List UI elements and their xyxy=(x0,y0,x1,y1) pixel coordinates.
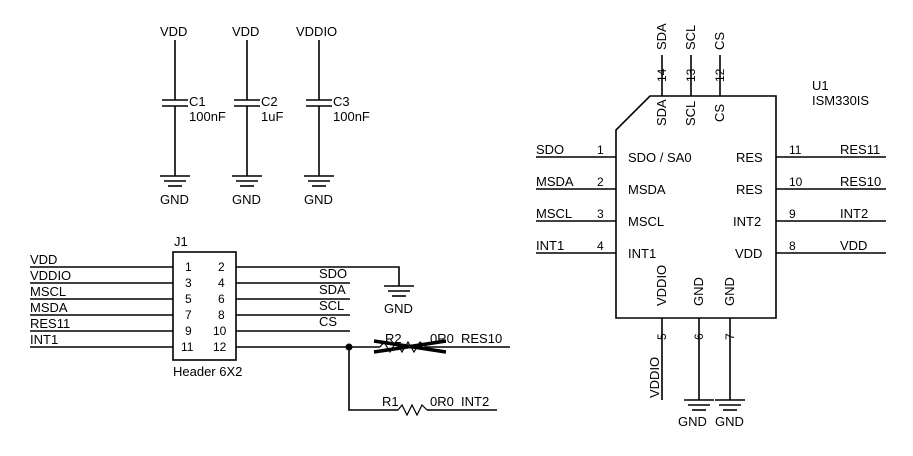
j1-net-mscl: MSCL xyxy=(30,284,66,299)
u1-pin-name-gnd-6: GND xyxy=(691,277,706,306)
u1-pin-12: 12 xyxy=(713,68,727,82)
r2-net-label: RES10 xyxy=(461,331,502,346)
r1-ref-label: R1 xyxy=(382,394,399,409)
u1-right-net-res11: RES11 xyxy=(840,142,880,157)
u1-pin-name-vdd: VDD xyxy=(735,246,762,261)
u1-pin-9: 9 xyxy=(789,207,796,221)
j1-ref-label: J1 xyxy=(174,234,188,249)
j1-pin-8: 8 xyxy=(218,308,225,322)
resistor-r1: R1 0R0 INT2 xyxy=(348,347,497,417)
j1-net-res11: RES11 xyxy=(30,316,70,331)
u1-pin-1: 1 xyxy=(597,143,604,157)
j1-pin-2: 2 xyxy=(218,260,225,274)
j1-name-label: Header 6X2 xyxy=(173,364,242,379)
capacitor-c1: VDD C1 100nF GND xyxy=(160,24,226,207)
j1-pin-10: 10 xyxy=(213,324,227,338)
u1-pin-name-gnd-7: GND xyxy=(722,277,737,306)
j1-net-int1: INT1 xyxy=(30,332,58,347)
c2-gnd-label: GND xyxy=(232,192,261,207)
u1-ref-label: U1 xyxy=(812,78,829,93)
u1-left-net-sdo: SDO xyxy=(536,142,564,157)
u1-pin-name-int1: INT1 xyxy=(628,246,656,261)
u1-left-net-msda: MSDA xyxy=(536,174,574,189)
c1-value-label: 100nF xyxy=(189,109,226,124)
j1-net-sdo: SDO xyxy=(319,266,347,281)
u1-pin-11: 11 xyxy=(789,143,802,157)
u1-left-net-int1: INT1 xyxy=(536,238,564,253)
j1-pin-12: 12 xyxy=(213,340,227,354)
u1-pin-name-msda: MSDA xyxy=(628,182,666,197)
u1-pin-13: 13 xyxy=(684,68,698,82)
u1-pin-8: 8 xyxy=(789,239,796,253)
j1-pin-3: 3 xyxy=(185,276,192,290)
c3-gnd-label: GND xyxy=(304,192,333,207)
c2-supply-label: VDD xyxy=(232,24,259,39)
u1-right-net-res10: RES10 xyxy=(840,174,881,189)
u1-left-net-mscl: MSCL xyxy=(536,206,572,221)
j1-gnd-label: GND xyxy=(384,301,413,316)
u1-pin-10: 10 xyxy=(789,175,803,189)
u1-top-net-sda: SDA xyxy=(654,23,669,50)
j1-net-sda: SDA xyxy=(319,282,346,297)
resistor-r2: R2 0R0 RES10 xyxy=(345,331,510,354)
u1-right-net-int2: INT2 xyxy=(840,206,868,221)
c1-supply-label: VDD xyxy=(160,24,187,39)
u1-bottom-net-vddio: VDDIO xyxy=(647,357,662,398)
u1-pin-7: 7 xyxy=(723,333,737,340)
u1-pin-name-res-11: RES xyxy=(736,150,763,165)
j1-net-cs: CS xyxy=(319,314,337,329)
u1-gnd-label-6: GND xyxy=(678,414,707,429)
c2-ref-label: C2 xyxy=(261,94,278,109)
u1-top-net-scl: SCL xyxy=(683,25,698,50)
c2-value-label: 1uF xyxy=(261,109,283,124)
u1-pin-name-sda: SDA xyxy=(654,99,669,126)
r1-value-label: 0R0 xyxy=(430,394,454,409)
j1-net-vddio: VDDIO xyxy=(30,268,71,283)
u1-right-net-vdd: VDD xyxy=(840,238,867,253)
j1-net-msda: MSDA xyxy=(30,300,68,315)
u1-pin-name-vddio: VDDIO xyxy=(654,265,669,306)
r2-ref-label: R2 xyxy=(385,331,402,346)
j1-net-vdd: VDD xyxy=(30,252,57,267)
ic-u1: U1 ISM330IS SDA SCL CS 14 13 12 SDA SCL … xyxy=(536,23,886,429)
u1-pin-14: 14 xyxy=(655,68,669,82)
u1-body xyxy=(615,95,777,319)
header-j1: J1 Header 6X2 1 3 5 7 9 11 2 4 6 8 10 12… xyxy=(30,234,414,379)
j1-pin-11: 11 xyxy=(181,340,194,354)
u1-part-label: ISM330IS xyxy=(812,93,869,108)
u1-pin-name-sdo: SDO / SA0 xyxy=(628,150,692,165)
u1-pin-name-res-10: RES xyxy=(736,182,763,197)
capacitor-c2: VDD C2 1uF GND xyxy=(232,24,283,207)
u1-pin-4: 4 xyxy=(597,239,604,253)
u1-pin-6: 6 xyxy=(692,333,706,340)
u1-pin-2: 2 xyxy=(597,175,604,189)
u1-pin-name-scl: SCL xyxy=(683,101,698,126)
j1-pin-9: 9 xyxy=(185,324,192,338)
j1-pin-5: 5 xyxy=(185,292,192,306)
u1-gnd-label-7: GND xyxy=(715,414,744,429)
c3-value-label: 100nF xyxy=(333,109,370,124)
u1-pin-name-cs: CS xyxy=(712,104,727,122)
j1-pin-1: 1 xyxy=(185,260,192,274)
u1-pin-name-mscl: MSCL xyxy=(628,214,664,229)
c3-supply-label: VDDIO xyxy=(296,24,337,39)
u1-pin-5: 5 xyxy=(655,333,669,340)
j1-pin-7: 7 xyxy=(185,308,192,322)
u1-top-net-cs: CS xyxy=(712,32,727,50)
j1-body xyxy=(172,251,237,361)
c1-gnd-label: GND xyxy=(160,192,189,207)
r1-net-label: INT2 xyxy=(461,394,489,409)
u1-pin-name-int2: INT2 xyxy=(733,214,761,229)
c3-ref-label: C3 xyxy=(333,94,350,109)
r2-value-label: 0R0 xyxy=(430,331,454,346)
j1-pin-6: 6 xyxy=(218,292,225,306)
capacitor-c3: VDDIO C3 100nF GND xyxy=(296,24,370,207)
u1-pin-3: 3 xyxy=(597,207,604,221)
j1-pin-4: 4 xyxy=(218,276,225,290)
c1-ref-label: C1 xyxy=(189,94,206,109)
j1-net-scl: SCL xyxy=(319,298,344,313)
